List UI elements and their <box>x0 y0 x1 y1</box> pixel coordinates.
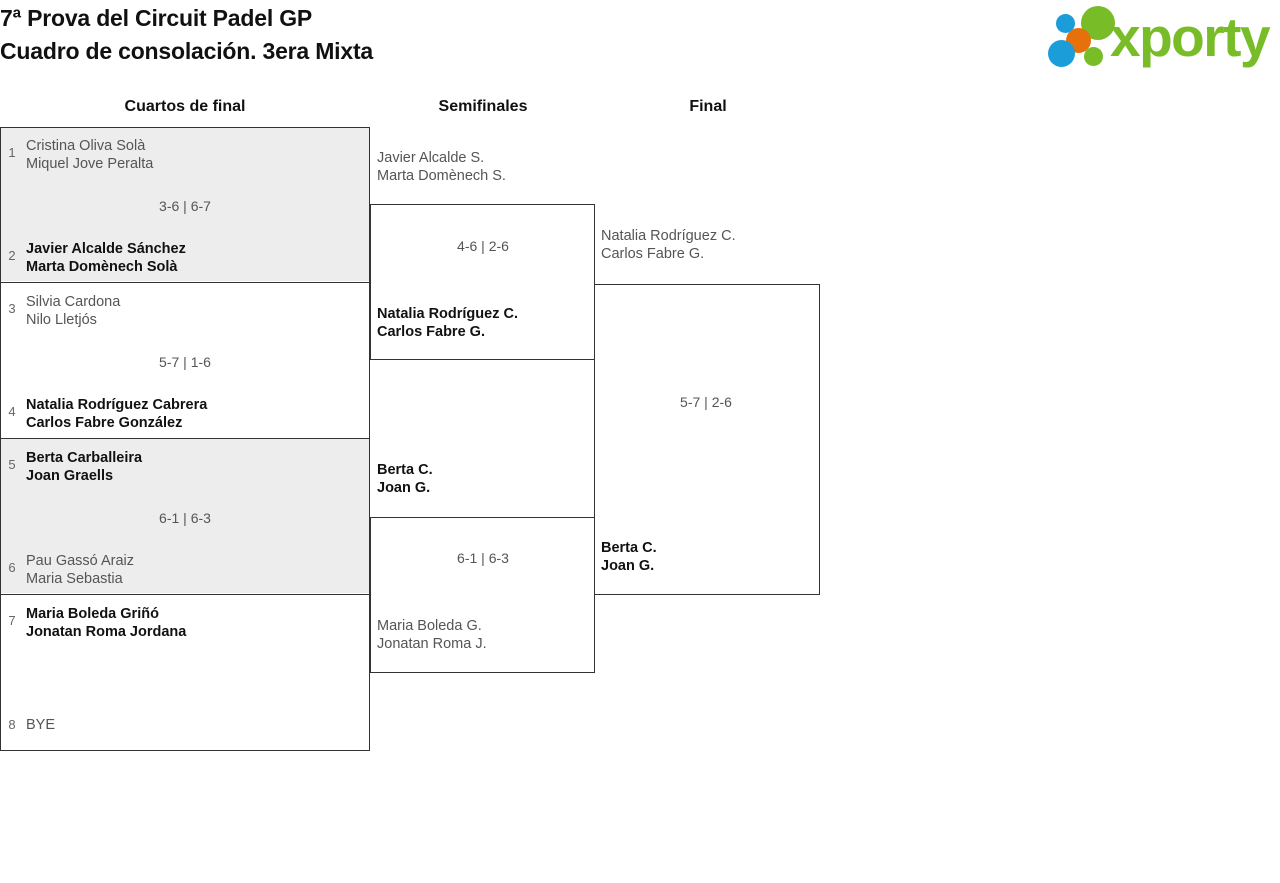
semifinal-match-2[interactable] <box>370 517 595 673</box>
player-name: Marta Domènech S. <box>377 168 506 184</box>
final-team-bottom[interactable]: Berta C. Joan G. <box>601 539 657 575</box>
quarterfinal-match-4[interactable] <box>1 594 369 750</box>
semifinal-1-score: 4-6 | 2-6 <box>457 238 509 254</box>
round-header-final: Final <box>689 98 727 115</box>
final-match[interactable] <box>594 284 820 595</box>
player-name: Joan Graells <box>26 468 114 484</box>
player-name: Joan G. <box>601 558 655 574</box>
semifinal-2-score: 6-1 | 6-3 <box>457 550 509 566</box>
player-name: Pau Gassó Araiz <box>26 553 134 569</box>
quarterfinal-2-team-bottom[interactable]: Natalia Rodríguez Cabrera Carlos Fabre G… <box>26 396 207 432</box>
player-name: Berta Carballeira <box>26 450 143 466</box>
quarterfinal-4-team-top[interactable]: Maria Boleda Griñó Jonatan Roma Jordana <box>26 605 186 641</box>
player-name: Nilo Lletjós <box>26 312 97 328</box>
quarterfinal-1-team-bottom[interactable]: Javier Alcalde Sánchez Marta Domènech So… <box>26 240 186 276</box>
quarterfinal-match-2[interactable] <box>1 282 369 437</box>
green-dot-icon <box>1084 47 1103 66</box>
player-name: Silvia Cardona <box>26 294 121 310</box>
final-team-top[interactable]: Natalia Rodríguez C. Carlos Fabre G. <box>601 227 736 263</box>
player-name: Maria Boleda Griñó <box>26 606 159 622</box>
seed-number: 7 <box>8 613 16 628</box>
quarterfinal-4-team-bottom[interactable]: BYE <box>26 716 55 734</box>
title-line-1: 7ª Prova del Circuit Padel GP <box>0 5 313 31</box>
player-name: Maria Boleda G. <box>377 618 482 634</box>
player-name: Natalia Rodríguez Cabrera <box>26 397 208 413</box>
title-line-2: Cuadro de consolación. 3era Mixta <box>0 38 374 64</box>
semifinal-2-team-bottom[interactable]: Maria Boleda G. Jonatan Roma J. <box>377 617 487 653</box>
player-name: Carlos Fabre G. <box>601 246 705 262</box>
player-name: Maria Sebastia <box>26 571 123 587</box>
semifinal-2-team-top[interactable]: Berta C. Joan G. <box>377 461 433 497</box>
quarterfinal-2-team-top[interactable]: Silvia Cardona Nilo Lletjós <box>26 293 120 329</box>
quarterfinal-3-score: 6-1 | 6-3 <box>159 510 211 526</box>
final-score: 5-7 | 2-6 <box>680 394 732 410</box>
player-name: BYE <box>26 717 56 733</box>
quarterfinal-2-score: 5-7 | 1-6 <box>159 354 211 370</box>
player-name: Carlos Fabre González <box>26 415 183 431</box>
seed-number: 2 <box>8 248 16 263</box>
player-name: Jonatan Roma Jordana <box>26 624 187 640</box>
player-name: Cristina Oliva Solà <box>26 138 146 154</box>
player-name: Berta C. <box>601 540 657 556</box>
quarterfinal-match-1[interactable] <box>1 128 369 281</box>
quarterfinal-3-team-top[interactable]: Berta Carballeira Joan Graells <box>26 449 142 485</box>
blue-dot-icon <box>1056 14 1075 33</box>
seed-number: 4 <box>8 404 16 419</box>
player-name: Javier Alcalde Sánchez <box>26 241 186 257</box>
page-title: 7ª Prova del Circuit Padel GP Cuadro de … <box>0 2 900 68</box>
semifinal-match-1[interactable] <box>370 204 595 360</box>
seed-number: 3 <box>8 301 16 316</box>
logo-dots-icon <box>1048 6 1116 68</box>
player-name: Javier Alcalde S. <box>377 150 485 166</box>
player-name: Jonatan Roma J. <box>377 636 487 652</box>
player-name: Berta C. <box>377 462 433 478</box>
player-name: Natalia Rodríguez C. <box>377 306 518 322</box>
logo-wordmark: xporty <box>1110 6 1271 68</box>
xporty-logo: xporty <box>1048 4 1278 70</box>
round-header-quarterfinals: Cuartos de final <box>124 98 246 115</box>
seed-number: 8 <box>8 717 16 732</box>
player-name: Natalia Rodríguez C. <box>601 228 736 244</box>
quarterfinals-column-frame <box>0 127 370 751</box>
blue-dot-icon <box>1048 40 1075 67</box>
quarterfinal-1-score: 3-6 | 6-7 <box>159 198 211 214</box>
seed-number: 6 <box>8 560 16 575</box>
player-name: Carlos Fabre G. <box>377 324 485 340</box>
round-header-semifinals: Semifinales <box>438 98 528 115</box>
quarterfinal-3-team-bottom[interactable]: Pau Gassó Araiz Maria Sebastia <box>26 552 134 588</box>
semifinal-1-team-bottom[interactable]: Natalia Rodríguez C. Carlos Fabre G. <box>377 305 518 341</box>
player-name: Marta Domènech Solà <box>26 259 178 275</box>
quarterfinal-1-team-top[interactable]: Cristina Oliva Solà Miquel Jove Peralta <box>26 137 153 173</box>
player-name: Miquel Jove Peralta <box>26 156 154 172</box>
seed-number: 1 <box>8 145 16 160</box>
semifinal-1-team-top[interactable]: Javier Alcalde S. Marta Domènech S. <box>377 149 506 185</box>
quarterfinal-match-3[interactable] <box>1 438 369 593</box>
player-name: Joan G. <box>377 480 431 496</box>
seed-number: 5 <box>8 457 16 472</box>
